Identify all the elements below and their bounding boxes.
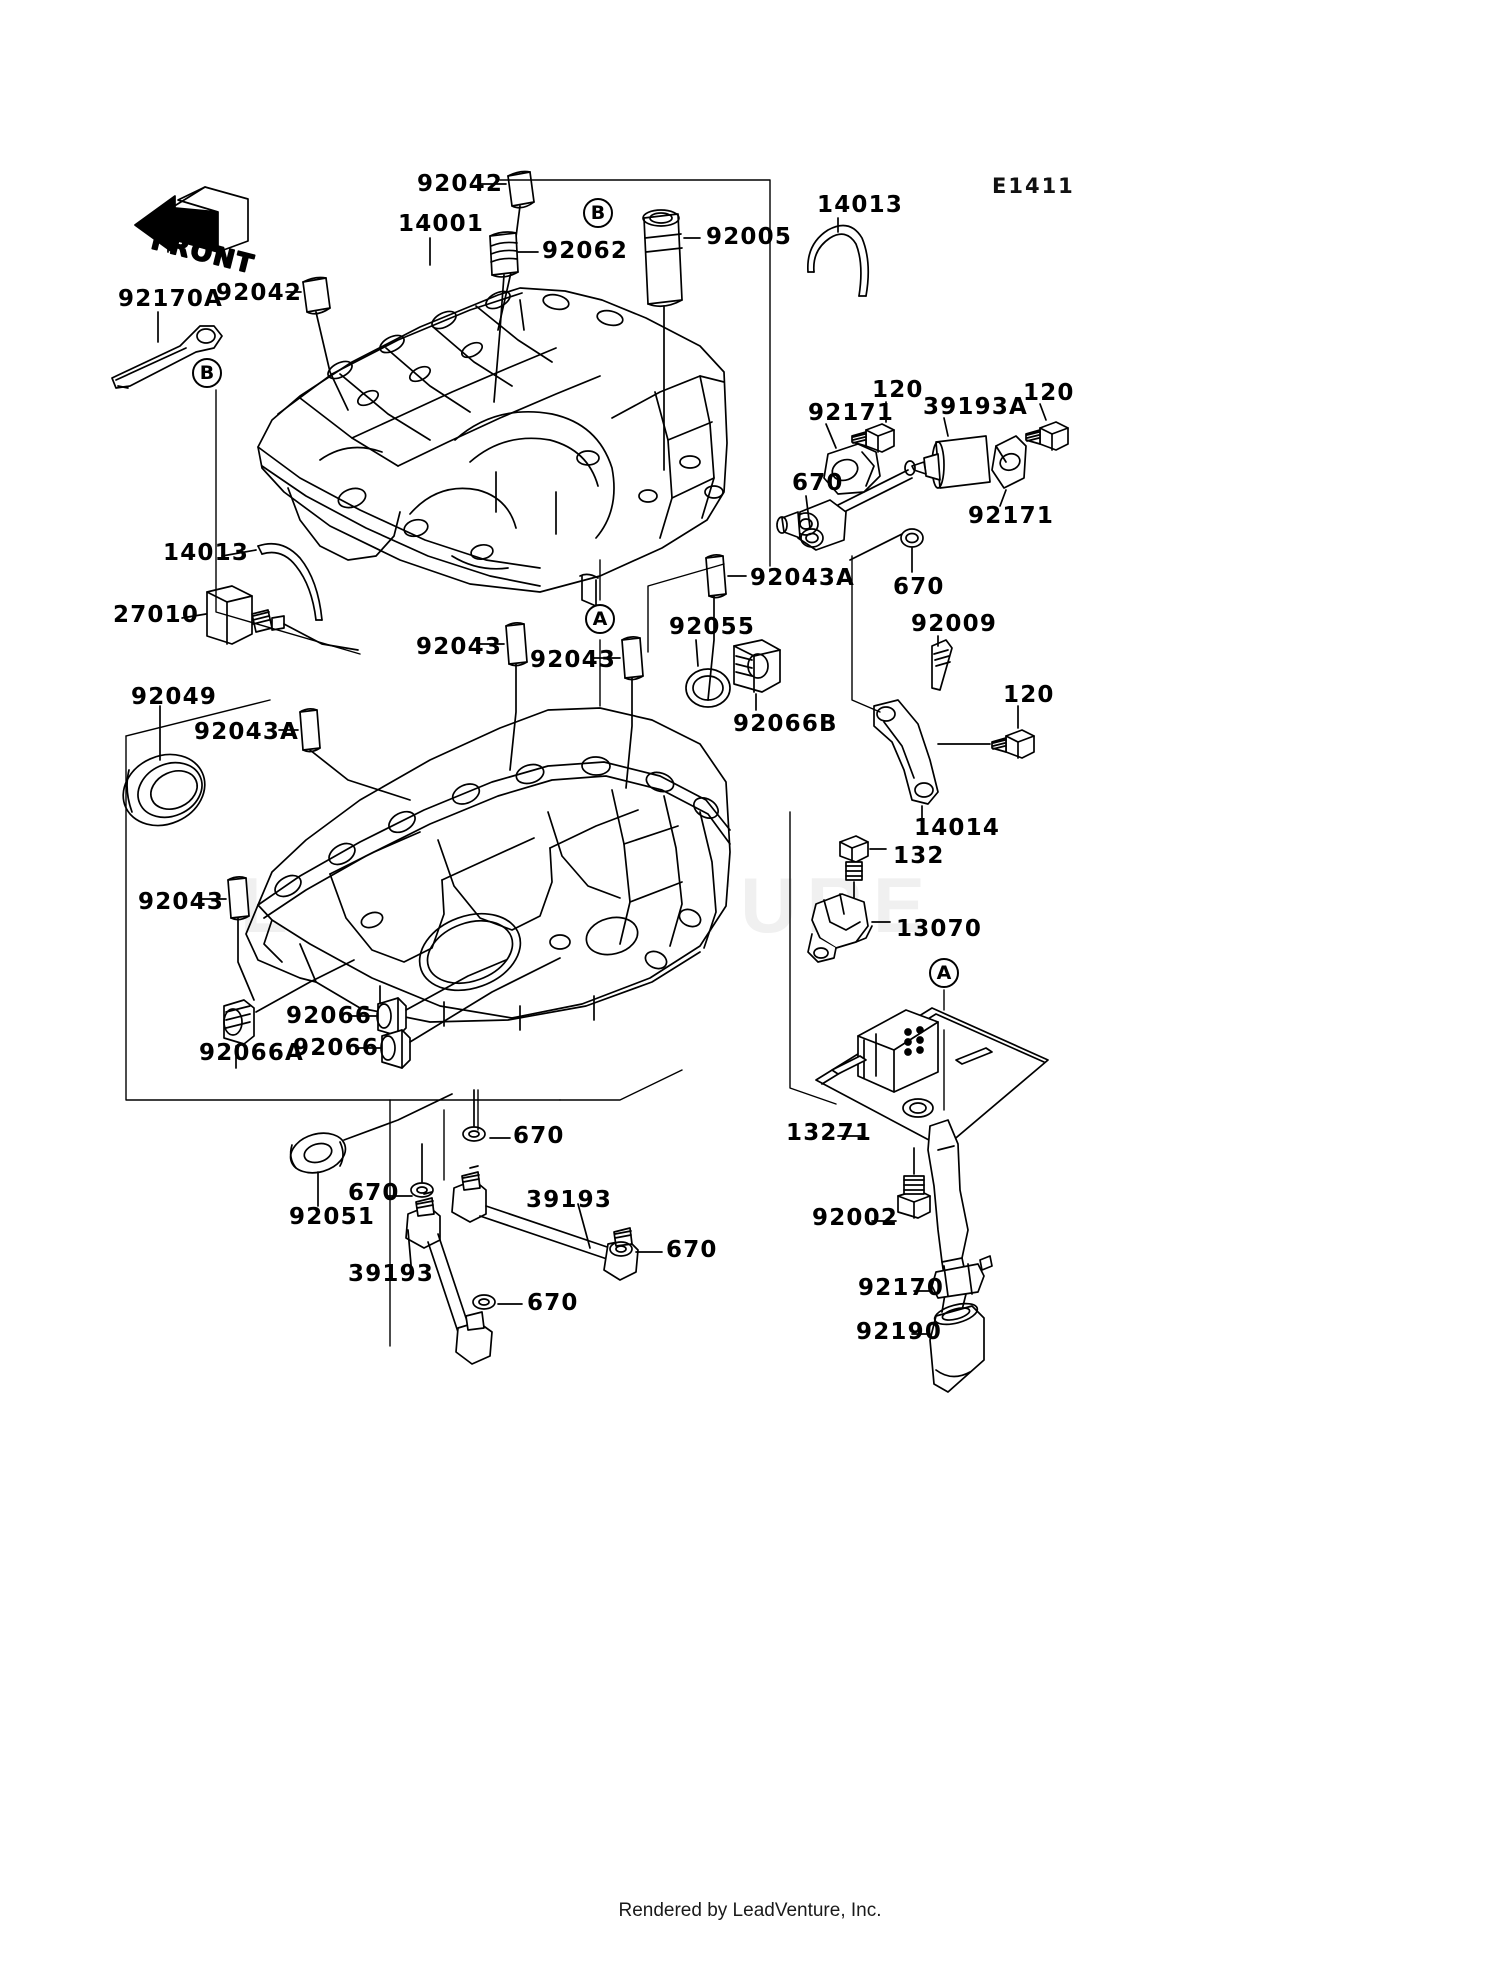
part-120-right [1025,421,1069,451]
footer-credit: Rendered by LeadVenture, Inc. [618,1900,882,1921]
callout-92066-p2[interactable]: 92066 [293,1035,380,1061]
callout-92049[interactable]: 92049 [131,684,218,710]
diagram-code: E1411 [992,174,1075,198]
part-120-plate [991,729,1035,759]
lower-crankcase-body [245,707,731,1031]
callout-92005[interactable]: 92005 [706,224,793,250]
callout-92055[interactable]: 92055 [669,614,756,640]
callout-92043A-left[interactable]: 92043A [194,719,300,745]
part-132-bolt [839,835,869,881]
part-92170A-clamp [111,325,223,389]
callout-92170[interactable]: 92170 [858,1275,945,1301]
section-marker-b-top: B [583,198,613,228]
part-92049-oil-seal [122,753,206,827]
callout-120-right[interactable]: 120 [1023,380,1075,406]
callout-39193A[interactable]: 39193A [923,394,1029,420]
part-92062-oil-jet [489,231,519,278]
callout-13070[interactable]: 13070 [896,916,983,942]
callout-14013-left[interactable]: 14013 [163,540,250,566]
part-14014-plate [873,699,939,805]
part-39193A-oil-pipe [776,435,991,551]
part-670-bl [410,1182,434,1198]
part-92009-screw [931,639,953,691]
callout-120-plate[interactable]: 120 [1003,682,1055,708]
callout-92066A[interactable]: 92066A [199,1040,305,1066]
callout-670-br[interactable]: 670 [666,1237,718,1263]
callout-92043A-ctr[interactable]: 92043A [750,565,856,591]
part-14013-left [257,542,323,621]
callout-92051[interactable]: 92051 [289,1204,376,1230]
section-marker-a-center: A [585,604,615,634]
part-92171-right [991,435,1027,489]
part-92043A-center [705,554,727,599]
part-92043-c3 [227,876,250,921]
callout-13271[interactable]: 13271 [786,1120,873,1146]
callout-92043-c1[interactable]: 92043 [416,634,503,660]
part-670-br [609,1241,633,1257]
callout-27010[interactable]: 27010 [113,602,200,628]
section-marker-b-left: B [192,358,222,388]
callout-120-left[interactable]: 120 [872,377,924,403]
section-marker-a-right: A [929,958,959,988]
callout-39193-p2[interactable]: 39193 [348,1261,435,1287]
part-27010-switch [206,585,285,645]
part-92055-oring [685,668,731,708]
callout-92009[interactable]: 92009 [911,611,998,637]
callout-92066-p1[interactable]: 92066 [286,1003,373,1029]
part-92042-left [302,276,331,315]
part-92066-p2 [380,1029,411,1069]
callout-14013-top[interactable]: 14013 [817,192,904,218]
front-arrow-icon: FRONT [134,186,259,280]
callout-92043-c2[interactable]: 92043 [530,647,617,673]
callout-92170A[interactable]: 92170A [118,286,224,312]
part-14013-top [807,224,870,297]
part-92042-top [507,170,535,209]
part-92170-clamp [931,1255,993,1299]
part-670-bb [472,1294,496,1310]
part-92190-tube [929,1302,985,1393]
callout-92043-c3[interactable]: 92043 [138,889,225,915]
part-670-upper-left [800,528,824,548]
callout-92171-right[interactable]: 92171 [968,503,1055,529]
part-92043A-left [299,708,321,753]
callout-39193-p1[interactable]: 39193 [526,1187,613,1213]
callout-670-upmid[interactable]: 670 [893,574,945,600]
callout-92002[interactable]: 92002 [812,1205,899,1231]
callout-670-bm[interactable]: 670 [513,1123,565,1149]
part-92043-c1 [505,622,528,667]
callout-92171-left[interactable]: 92171 [808,400,895,426]
part-92043-c2 [621,636,644,681]
part-670-upper-mid [900,528,924,548]
part-13271-pickup-plate [815,1007,1049,1263]
callout-92042-top[interactable]: 92042 [417,171,504,197]
part-670-bm [462,1126,486,1142]
part-13070-guide [807,893,873,963]
callout-92062[interactable]: 92062 [542,238,629,264]
callout-92042-left[interactable]: 92042 [216,280,303,306]
part-92066A-plug [223,999,255,1045]
part-92051-collar [289,1132,347,1174]
callout-132[interactable]: 132 [893,843,945,869]
part-92066-p1 [376,997,407,1037]
callout-670-upleft[interactable]: 670 [792,470,844,496]
upper-crankcase-body [257,287,728,607]
part-92005-fitting [642,209,683,308]
part-39193-pipe-1 [451,1165,639,1281]
callout-92066B[interactable]: 92066B [733,711,838,737]
part-92066B-plug [733,639,781,693]
callout-670-bb[interactable]: 670 [527,1290,579,1316]
part-120-left [851,423,895,453]
part-39193-pipe-2 [405,1191,493,1365]
callout-14014[interactable]: 14014 [914,815,1001,841]
callout-670-bl[interactable]: 670 [348,1180,400,1206]
callout-92190[interactable]: 92190 [856,1319,943,1345]
callout-14001[interactable]: 14001 [398,211,485,237]
part-92002-bolt [897,1175,931,1219]
